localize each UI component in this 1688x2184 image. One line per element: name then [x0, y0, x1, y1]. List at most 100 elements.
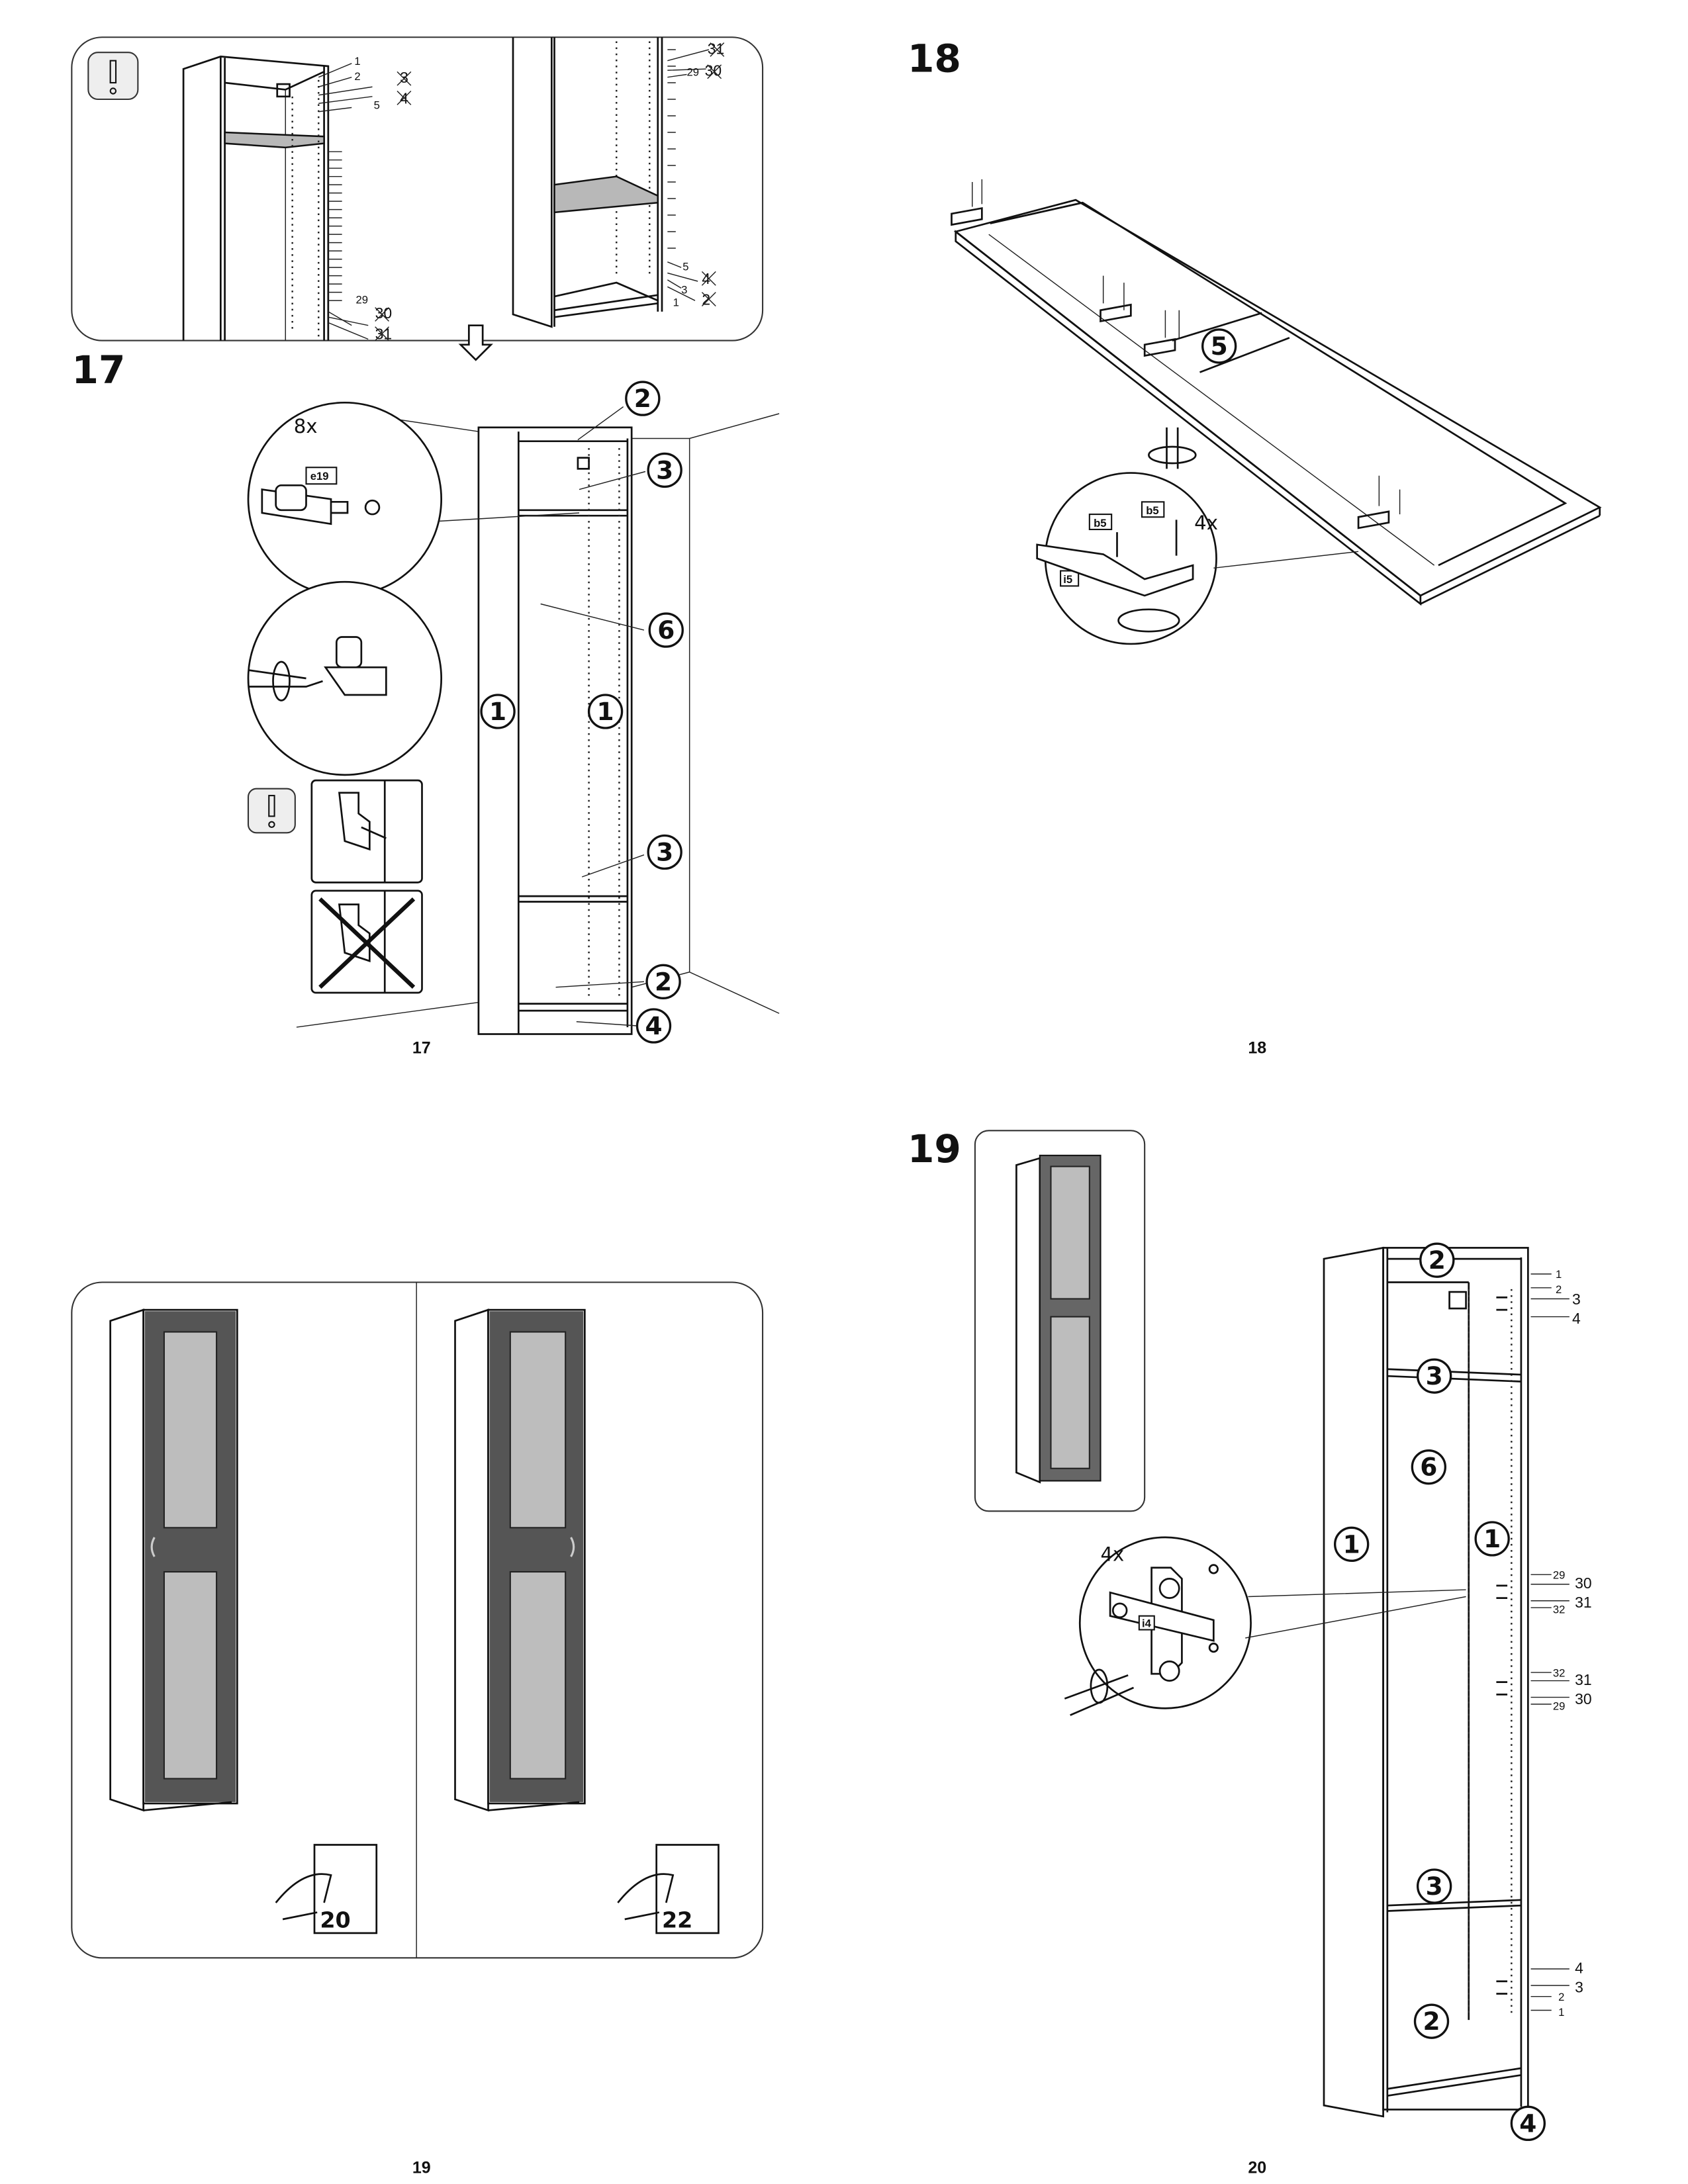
page-reference[interactable]: 22	[662, 1907, 692, 1933]
cabinet-option-handle-right	[454, 1308, 586, 1812]
callout-part-1: 1	[1334, 1526, 1370, 1562]
screwdriver-icon	[248, 669, 323, 688]
callout-part-3: 3	[1417, 1358, 1452, 1394]
callout-part-6: 6	[1411, 1449, 1446, 1485]
hole-number: 29	[356, 293, 369, 306]
step-19: 19 2 3	[908, 1126, 1592, 2177]
callout-part-6: 6	[648, 612, 684, 648]
warning-panel-hole-positions: 1 2 3 4 5 29 30 31 31	[71, 36, 764, 361]
callout-part-2: 2	[625, 381, 661, 416]
callout-part-4: 4	[635, 1008, 672, 1044]
detail-shelf-support: 8x e19	[247, 401, 580, 597]
detail-screwdriver	[247, 580, 443, 776]
detail-hinge: b5 b5 4x i5	[1036, 427, 1359, 645]
cabinet-option-handle-left	[109, 1308, 238, 1812]
incorrect-orientation-example	[310, 889, 423, 994]
callout-part-1: 1	[480, 694, 516, 729]
page-number: 19	[412, 2158, 431, 2177]
callout-part-3: 3	[647, 834, 682, 870]
finished-cabinet-inset	[974, 1130, 1146, 1512]
hole-number: 29	[1553, 1700, 1566, 1712]
hole-number: 4	[1572, 1310, 1581, 1327]
svg-text:6: 6	[1420, 1453, 1437, 1482]
callout-part-5: 5	[1201, 328, 1237, 364]
door-panel-drawing	[951, 179, 1602, 606]
hole-number: 1	[1558, 2006, 1564, 2019]
svg-text:1: 1	[597, 697, 614, 726]
hole-number: 30	[1575, 1574, 1591, 1592]
part-tag: b5	[1146, 504, 1158, 517]
turn-page-icon[interactable]: 22	[617, 1844, 720, 1934]
step-number: 17	[71, 347, 125, 392]
page-number: 18	[1248, 1039, 1266, 1058]
rotate-arrow-icon	[1148, 445, 1197, 465]
svg-text:3: 3	[656, 838, 673, 867]
page-number: 20	[1248, 2158, 1266, 2177]
hole-number-crossed: 3	[400, 69, 408, 86]
svg-text:5: 5	[1211, 332, 1228, 361]
svg-text:2: 2	[655, 967, 672, 996]
hole-number: 32	[1553, 1666, 1566, 1679]
cabinet-drawing-left: 1 2 3 4 5 29 30 31	[182, 55, 412, 343]
quantity-label: 8x	[294, 415, 318, 437]
cabinet-drawing-right: 31 30 29 5 4 3 2 1	[512, 37, 725, 328]
hole-number: 1	[354, 55, 360, 68]
callout-part-2: 2	[645, 964, 681, 1000]
hole-position-labels: 1 2 3 4 29 30 31 32 32 31 30 29 4 3 2 1	[1530, 1268, 1592, 2019]
hole-number: 5	[682, 260, 688, 273]
turn-page-icon[interactable]: 20	[275, 1844, 378, 1934]
step-17: 17 2 3 6 1 1 3 2 4	[71, 347, 780, 1058]
cabinet-drawing	[1323, 1246, 1529, 2118]
detail-mounting-plate: 4x i4	[1064, 1536, 1466, 1716]
door-options-panel: 20 22 19	[71, 1281, 764, 2177]
svg-text:1: 1	[489, 697, 506, 726]
hole-number: 2	[1556, 1283, 1562, 1296]
svg-text:2: 2	[1429, 1246, 1446, 1275]
down-arrow-icon	[458, 324, 493, 361]
rotate-arrow-icon	[1090, 1668, 1109, 1704]
svg-text:3: 3	[1426, 1872, 1443, 1901]
warning-icon	[87, 52, 139, 101]
hole-number: 1	[673, 296, 679, 308]
callout-part-1: 1	[587, 694, 624, 729]
hole-number: 2	[1558, 1991, 1564, 2003]
step-18: 18 5 b5 b5 4x i5	[908, 36, 1602, 1058]
svg-text:2: 2	[634, 384, 651, 413]
part-tag: i4	[1142, 1617, 1152, 1629]
warning-icon	[247, 788, 296, 834]
callout-part-4: 4	[1510, 2105, 1546, 2141]
svg-text:1: 1	[1343, 1529, 1360, 1559]
callout-part-3: 3	[647, 452, 682, 488]
svg-text:4: 4	[1519, 2109, 1536, 2138]
hole-number: 29	[1553, 1569, 1566, 1581]
hole-number: 31	[1575, 1594, 1591, 1611]
hole-number: 29	[687, 66, 700, 79]
step-number: 18	[908, 36, 961, 81]
svg-text:1: 1	[1483, 1524, 1501, 1553]
svg-text:3: 3	[1426, 1361, 1443, 1390]
callout-part-2: 2	[1413, 2003, 1450, 2039]
hole-number: 32	[1553, 1604, 1566, 1616]
callout-part-2: 2	[1419, 1242, 1455, 1278]
step-number: 19	[908, 1126, 961, 1171]
hole-number: 30	[1575, 1690, 1591, 1707]
hole-number: 4	[1575, 1959, 1583, 1976]
part-tag: e19	[310, 470, 329, 482]
callout-part-3: 3	[1417, 1868, 1452, 1904]
hole-number: 5	[374, 99, 380, 112]
part-tag: i5	[1063, 573, 1072, 586]
hole-number: 3	[1575, 1978, 1583, 1995]
hole-number: 31	[1575, 1671, 1591, 1688]
hole-number: 1	[1556, 1268, 1562, 1281]
correct-orientation-example	[310, 779, 423, 884]
svg-text:6: 6	[657, 615, 675, 645]
hole-number: 3	[1572, 1291, 1581, 1308]
quantity-label: 4x	[1194, 512, 1218, 534]
part-tag: b5	[1094, 517, 1106, 529]
callout-part-1: 1	[1474, 1521, 1510, 1557]
hole-number: 3	[681, 284, 687, 296]
page-reference[interactable]: 20	[320, 1907, 350, 1933]
page-number: 17	[412, 1039, 431, 1058]
quantity-label: 4x	[1101, 1543, 1125, 1565]
svg-text:2: 2	[1423, 2007, 1440, 2036]
